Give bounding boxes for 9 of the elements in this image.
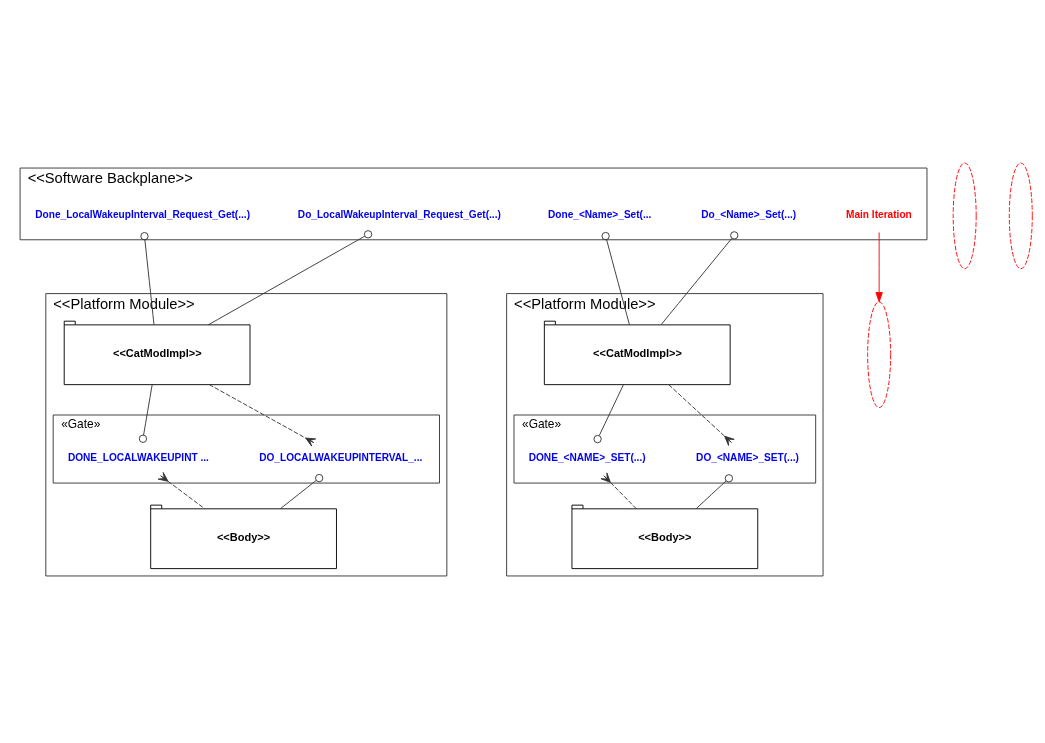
node-text: Done_<Name>_Set(... (548, 208, 652, 220)
node-text: Do_LocalWakeupInterval_Request_Get(...) (297, 208, 501, 220)
node-text: Main Iteration (846, 208, 912, 220)
node-text: DONE_LOCALWAKEUPINT ... (67, 451, 209, 463)
node-text: DO_<NAME>_SET(...) (696, 451, 799, 463)
node-text: DO_LOCALWAKEUPINTERVAL_... (259, 451, 423, 463)
node-text: Done_LocalWakeupInterval_Request_Get(...) (35, 208, 251, 220)
node-text: DONE_<NAME>_SET(...) (528, 451, 646, 463)
node-text: Do_<Name>_Set(...) (701, 208, 797, 220)
